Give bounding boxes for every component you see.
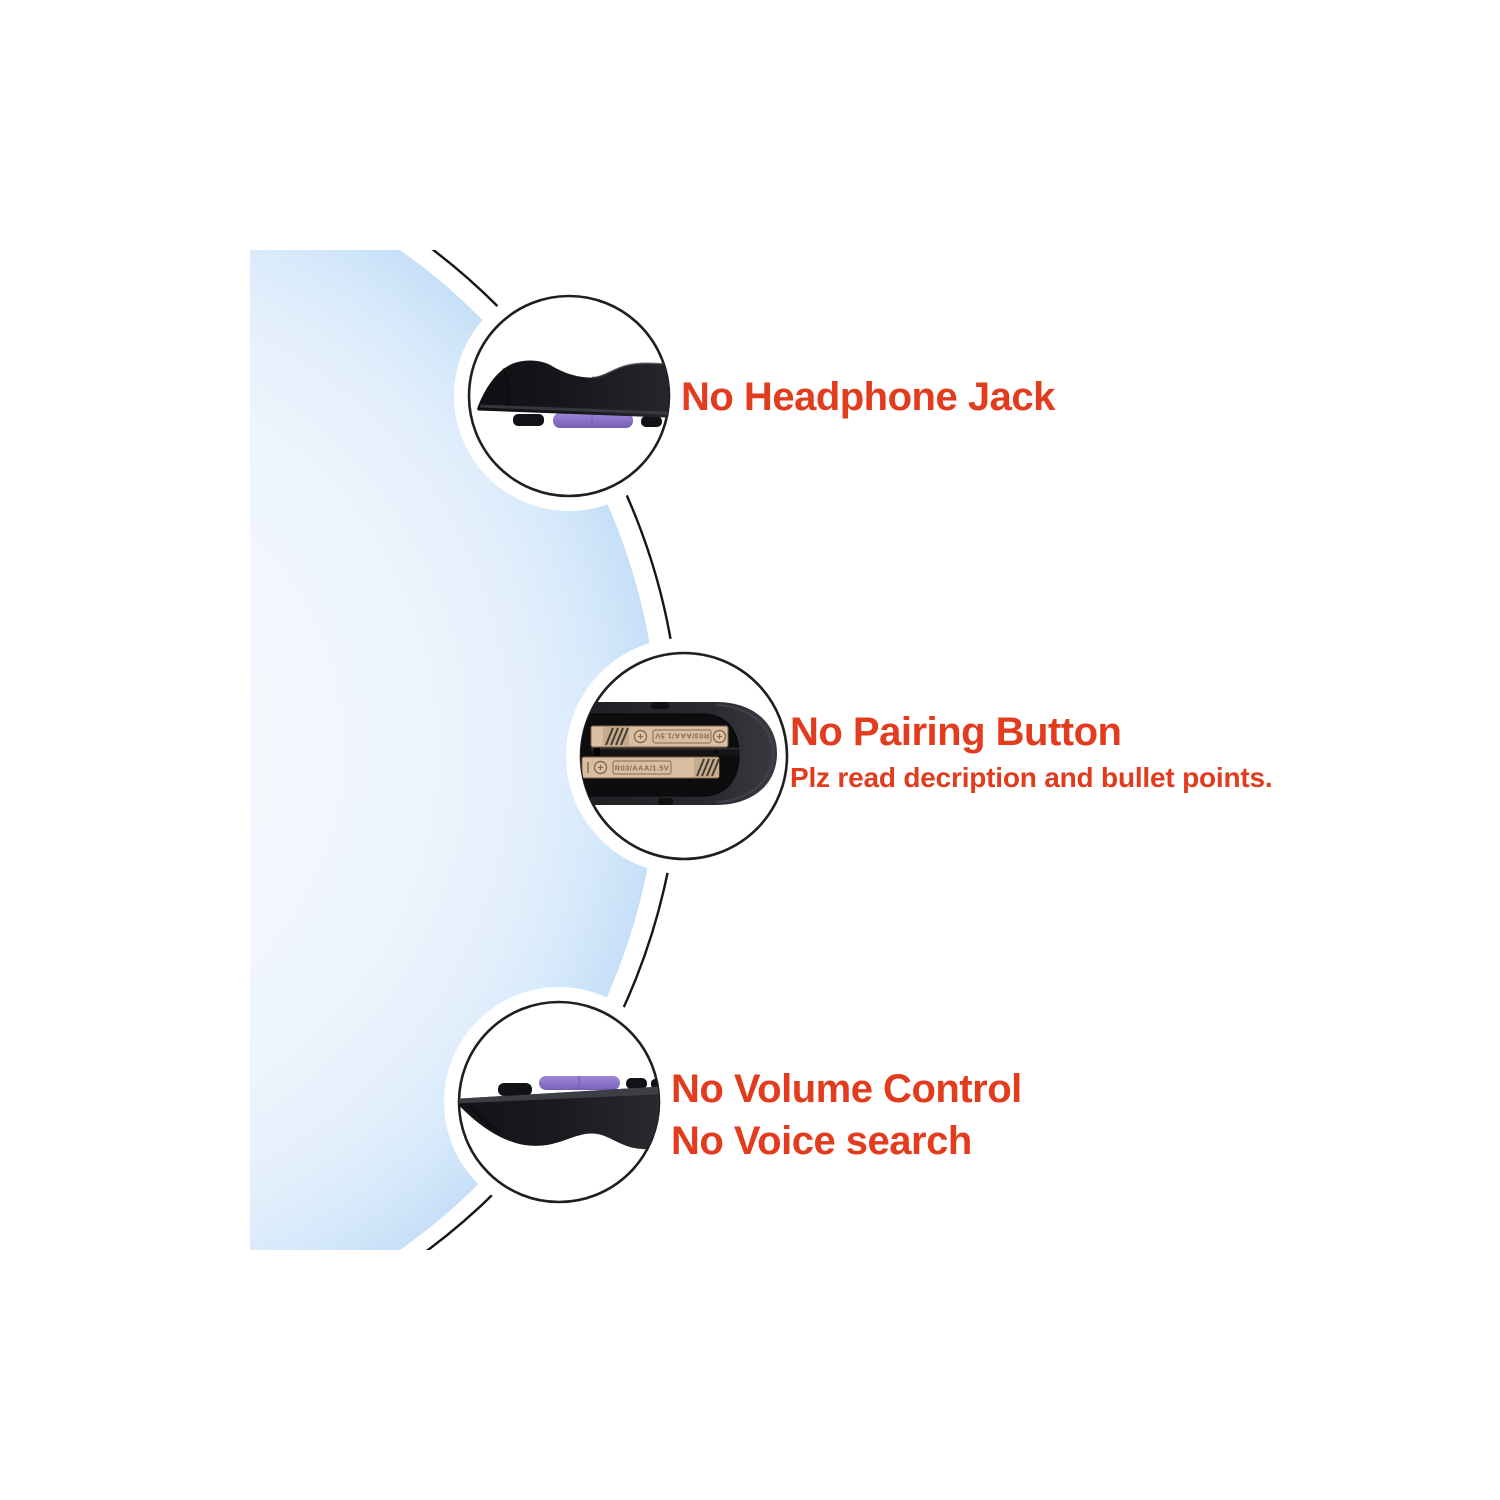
callout-label-volume-voice: No Volume Control No Voice search	[671, 1063, 1022, 1167]
callout-label-voice-line: No Voice search	[671, 1119, 972, 1163]
callout-label-volume-line: No Volume Control	[671, 1067, 1022, 1111]
battery-label-bottom: R03/AAA/1.5V	[615, 764, 669, 773]
battery-label-top: R03/AAA/1.5V	[655, 732, 709, 741]
remote-bottom-edge-icon	[459, 1076, 659, 1150]
callout-label-pairing-button: No Pairing Button	[790, 710, 1122, 754]
battery-compartment-icon: R03/AAA/1.5V R03/AAA/1.5V	[581, 702, 777, 805]
callout-note-pairing-button: Plz read decription and bullet points.	[790, 762, 1273, 793]
callout-label-headphone-jack: No Headphone Jack	[681, 375, 1055, 419]
remote-top-edge-icon	[477, 360, 669, 428]
